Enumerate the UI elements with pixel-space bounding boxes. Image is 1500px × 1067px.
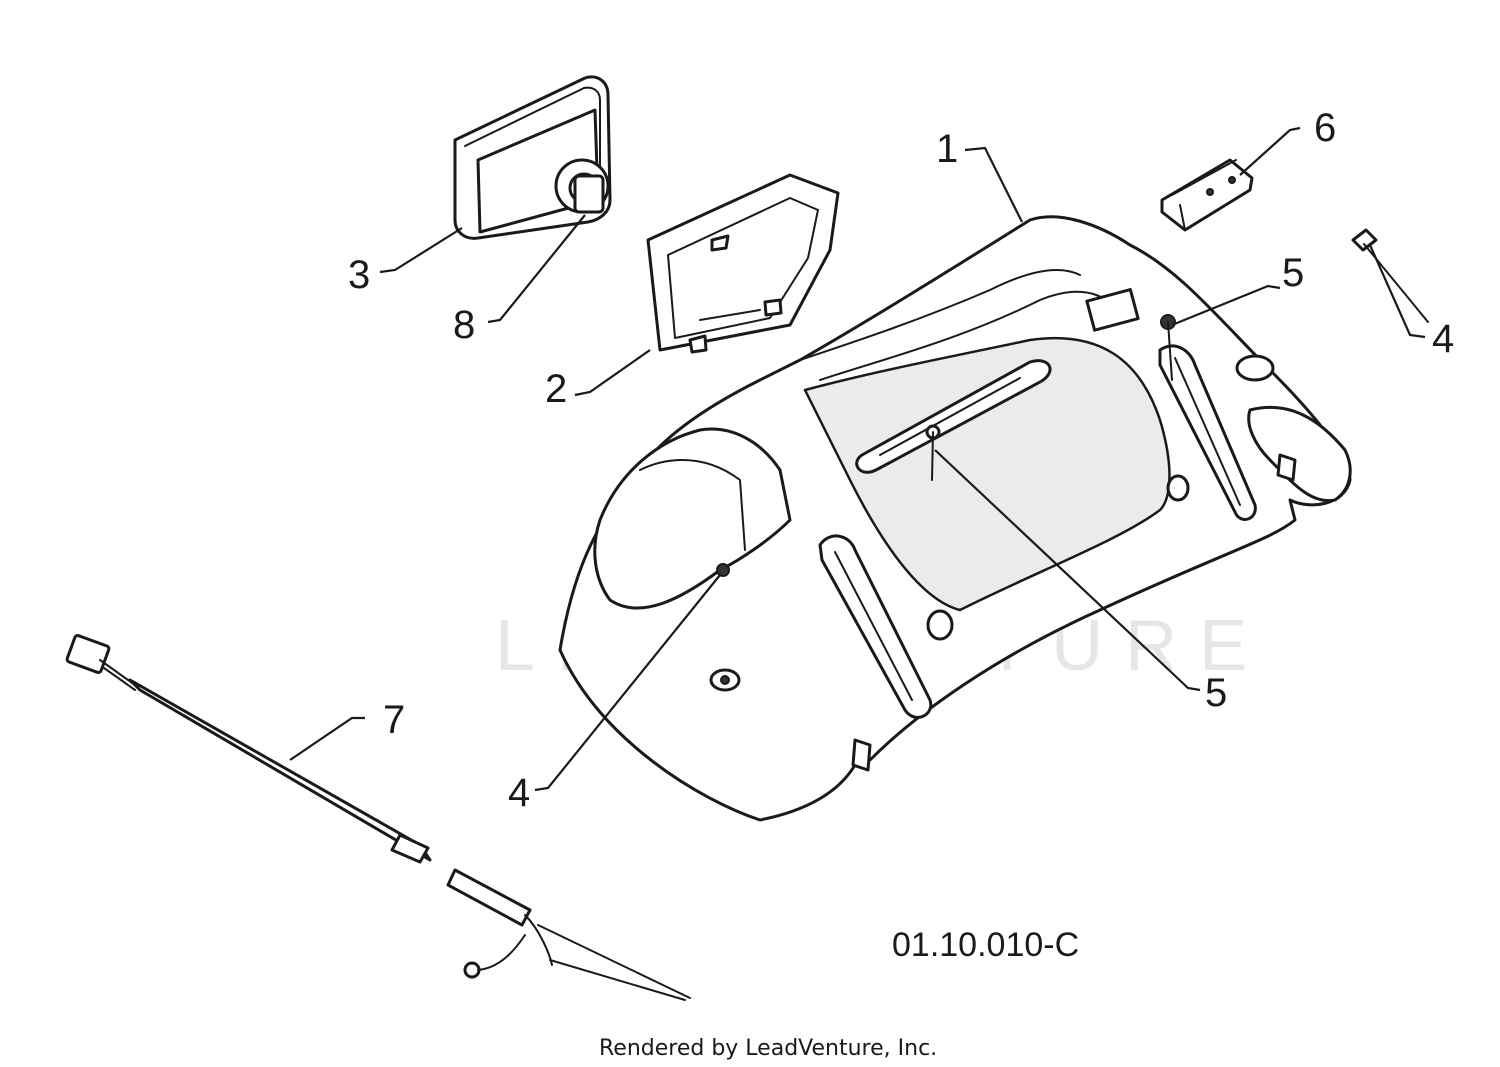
light-switch xyxy=(1160,158,1254,232)
callout-8: 8 xyxy=(453,303,475,347)
bracket-rod-right xyxy=(1160,314,1176,381)
render-credit: Rendered by LeadVenture, Inc. xyxy=(599,1036,937,1061)
wire-harness xyxy=(65,634,691,1001)
callout-5-center: 5 xyxy=(1205,671,1227,715)
screw-fastener xyxy=(1351,228,1429,323)
callout-6: 6 xyxy=(1314,106,1336,150)
callout-2: 2 xyxy=(545,367,567,411)
callout-4-screw: 4 xyxy=(1432,317,1454,361)
callout-5-right: 5 xyxy=(1282,251,1304,295)
headlight-lamp xyxy=(453,75,612,240)
leader-lines xyxy=(289,126,1426,792)
drawing-number: 01.10.010-C xyxy=(892,926,1079,964)
callout-1: 1 xyxy=(936,127,958,171)
callout-4-hole: 4 xyxy=(508,771,530,815)
callout-7: 7 xyxy=(383,698,405,742)
bracket-rod-center xyxy=(925,424,941,481)
dash-console-housing xyxy=(558,215,1352,822)
callout-3: 3 xyxy=(348,253,370,297)
headlight-bezel xyxy=(646,173,840,354)
